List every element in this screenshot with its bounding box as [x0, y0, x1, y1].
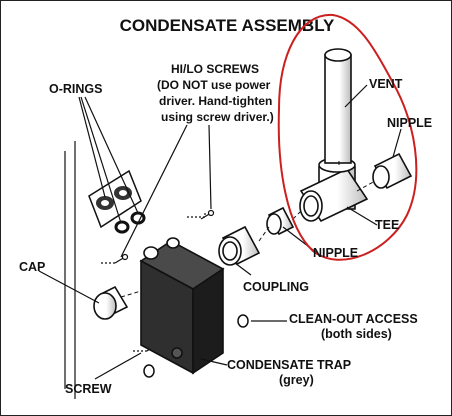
- label-screw: SCREW: [65, 382, 112, 396]
- label-vent: VENT: [369, 77, 403, 91]
- vent-pipe: [324, 48, 352, 164]
- label-trap-2: (grey): [279, 373, 314, 387]
- o-ring-parts: [114, 211, 146, 234]
- condensate-trap: [139, 237, 225, 375]
- label-hilo-1: HI/LO SCREWS: [171, 62, 259, 76]
- label-o-rings: O-RINGS: [49, 82, 102, 96]
- coupling-part: [218, 225, 261, 266]
- label-trap-1: CONDENSATE TRAP: [227, 358, 351, 372]
- wall-lines: [64, 141, 76, 399]
- cap-part: [93, 285, 129, 320]
- highlight-circle: [277, 13, 418, 261]
- label-cleanout-2: (both sides): [321, 327, 392, 341]
- label-cleanout-1: CLEAN-OUT ACCESS: [289, 312, 418, 326]
- label-tee: TEE: [375, 218, 399, 232]
- leader-lines: [38, 84, 402, 380]
- lower-nipple-part: [266, 206, 295, 236]
- label-cap: CAP: [19, 260, 45, 274]
- tee-fitting: [299, 157, 369, 223]
- label-hilo-3: driver. Hand-tighten: [159, 94, 272, 108]
- label-coupling: COUPLING: [243, 280, 309, 294]
- label-nipple-right: NIPPLE: [387, 116, 432, 130]
- mounting-bracket: [88, 169, 142, 229]
- label-nipple-lower: NIPPLE: [313, 246, 358, 260]
- right-nipple-part: [372, 152, 413, 190]
- cleanout-caps: [143, 314, 249, 378]
- diagram-title: CONDENSATE ASSEMBLY: [120, 16, 335, 35]
- label-hilo-2: (DO NOT use power: [157, 78, 271, 92]
- assembly-axis-lines: [120, 161, 376, 298]
- label-hilo-4: using screw driver.): [161, 110, 274, 124]
